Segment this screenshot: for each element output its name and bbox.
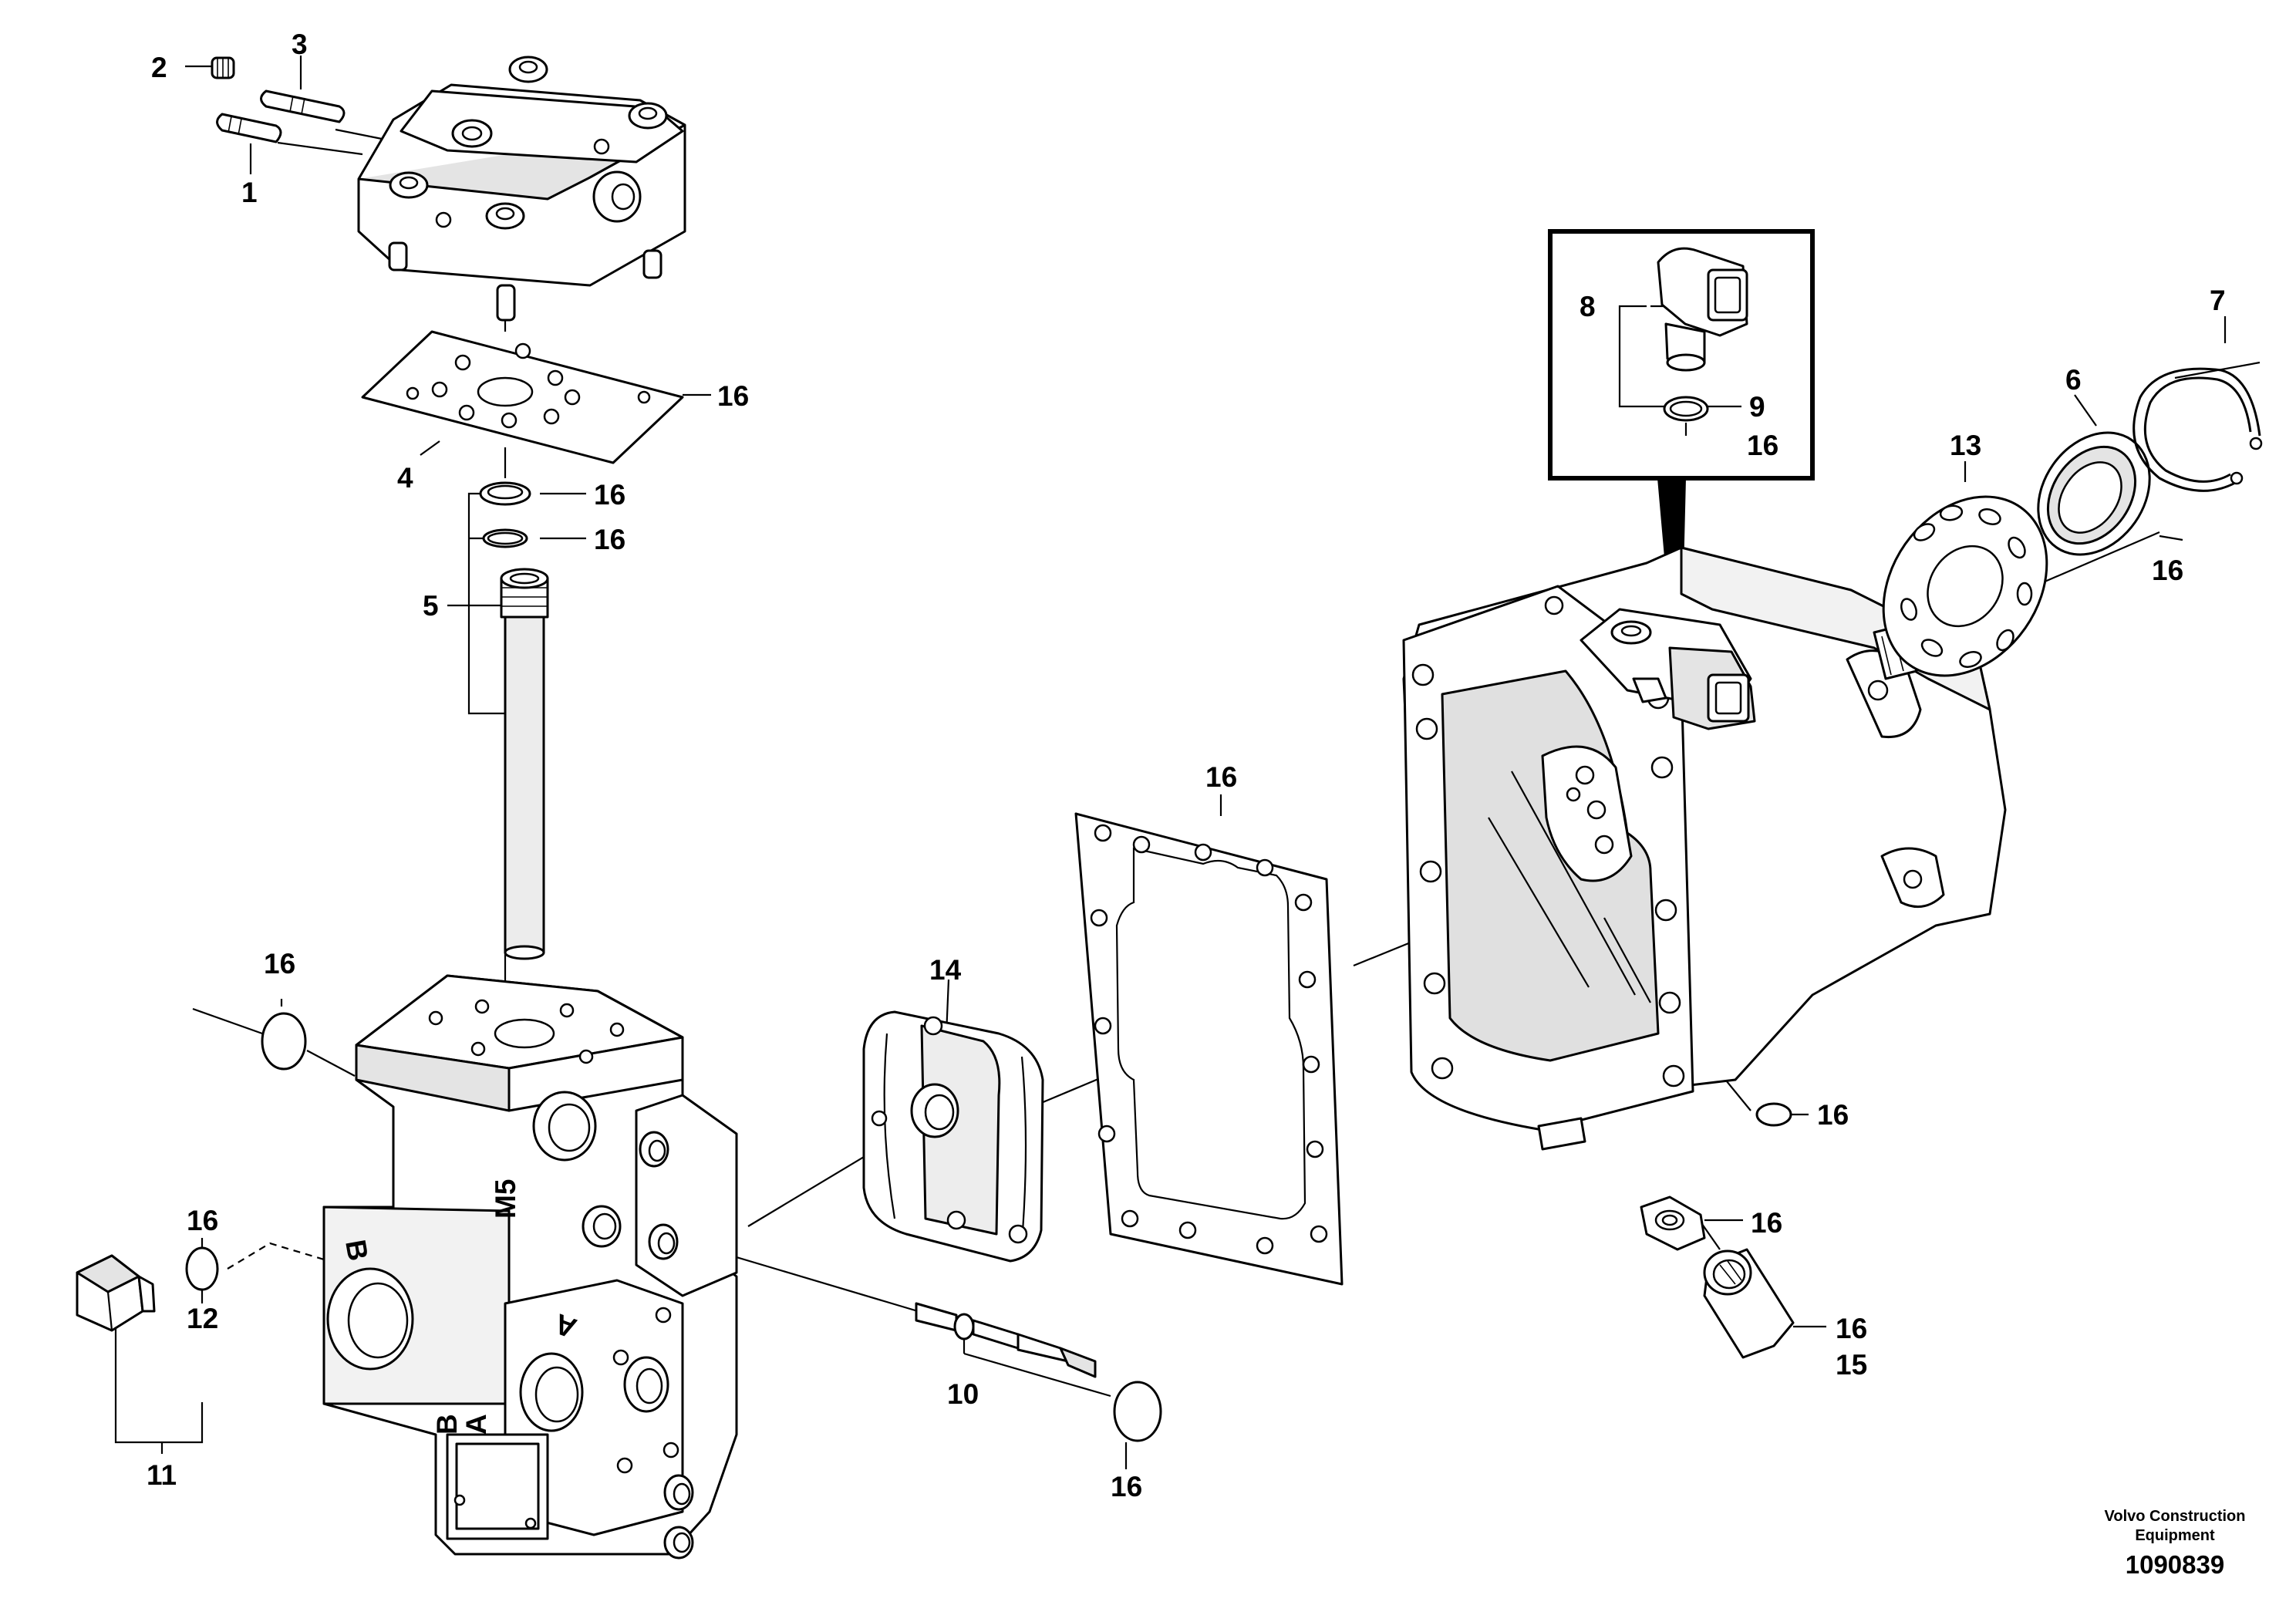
callout-12: 12 [187,1303,218,1334]
flange-gasket-part-16 [1074,812,1344,1286]
marking-b-lower: B [431,1414,463,1435]
callout-16-housing: 16 [1817,1099,1849,1131]
publisher-line-1: Volvo Construction [2105,1508,2246,1525]
filter-part-15 [1703,1248,1795,1359]
callout-16-plug-lower: 16 [1751,1207,1782,1239]
callout-16-left: 16 [264,948,295,980]
marking-m5: M5 [490,1179,521,1219]
callout-16-gasket-top: 16 [717,380,749,412]
retaining-ring-part-7 [2132,367,2263,492]
pin-part-1 [216,113,282,143]
footer: Volvo Construction Equipment 1090839 [2105,1508,2246,1579]
callout-16-filter: 16 [1836,1313,1867,1344]
illustration-number: 1090839 [2126,1550,2224,1579]
callout-9: 9 [1749,391,1765,423]
publisher-line-2: Equipment [2135,1527,2215,1544]
callout-16-seal: 16 [2152,555,2183,586]
callout-7: 7 [2210,285,2226,316]
callout-16-ring-1: 16 [594,479,625,511]
o-ring-part-16-housing [1755,1102,1792,1127]
callout-10: 10 [947,1378,979,1410]
callout-16-ring-2: 16 [594,524,625,555]
pin-part-3 [260,89,346,123]
tube-assembly-part-5 [479,481,549,960]
plug-part-11 [76,1254,156,1332]
callout-16-inset: 16 [1747,430,1778,461]
o-ring-part-16-right [1113,1381,1162,1442]
callout-16-plug: 16 [187,1205,218,1236]
seal-ring-part-12 [185,1246,219,1291]
callout-13: 13 [1950,430,1981,461]
main-valve-body: B M5 A A B [322,974,738,1560]
marking-a-lower: A [460,1414,492,1435]
callout-2: 2 [151,52,167,83]
callout-16-gasket-center: 16 [1205,761,1237,793]
callout-3: 3 [292,29,308,60]
callout-5: 5 [423,590,439,622]
callout-8: 8 [1580,291,1596,322]
callout-6: 6 [2065,364,2082,396]
motor-housing [1402,546,2007,1151]
callout-1: 1 [241,177,258,208]
gasket-plate-part-4 [361,330,684,464]
port-plate-part-13 [1882,495,2048,677]
sensor-part-10 [915,1302,1097,1378]
valve-plate-part-14 [862,1010,1044,1263]
spring-part-2 [211,56,235,79]
sensor-detail-inset [1548,229,1815,481]
control-valve-block [211,56,686,322]
shaft-seal-part-6 [2037,431,2151,556]
callout-15: 15 [1836,1349,1867,1381]
callout-labels: 2 3 1 16 4 16 16 5 16 16 12 11 14 16 10 … [147,29,2226,1502]
callout-11: 11 [147,1459,177,1491]
plug-part-16-lower [1640,1195,1706,1251]
o-ring-part-16 [261,1012,307,1071]
callout-16-sensor-ring: 16 [1111,1471,1142,1502]
callout-4: 4 [397,462,413,494]
callout-14: 14 [929,954,962,986]
